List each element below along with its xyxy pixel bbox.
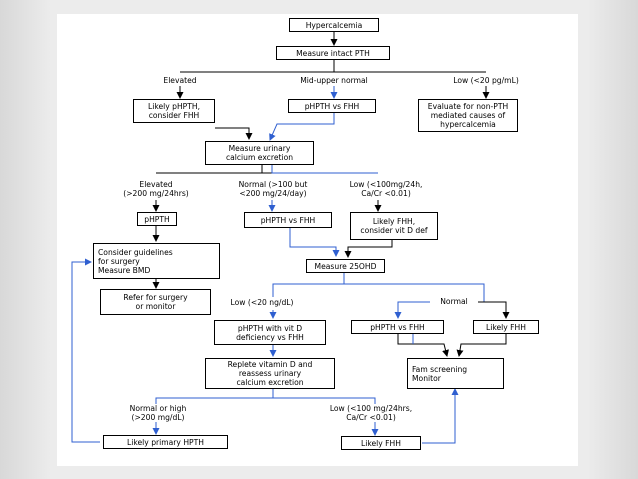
- node-replete-vitd: Replete vitamin D and reassess urinary c…: [205, 358, 335, 389]
- edge-fhh-fam: [422, 388, 459, 444]
- node-non-pth: Evaluate for non-PTH mediated causes of …: [418, 99, 518, 132]
- label-low-pth: Low (<20 pg/mL): [445, 76, 527, 85]
- edge-fhh3-fam: [397, 334, 449, 357]
- node-phpth-vs-fhh-1: pHPTH vs FHH: [288, 99, 376, 113]
- node-phpth-vitd: pHPTH with vit D deficiency vs FHH: [214, 320, 326, 345]
- edge-fhh-urinary: [269, 113, 335, 141]
- node-hypercalcemia: Hypercalcemia: [289, 18, 379, 32]
- label-u-normal: Normal (>100 but <200 mg/24/day): [232, 180, 314, 198]
- node-likely-fhh-1: Likely FHH: [473, 320, 539, 334]
- edge-fhhvitd-25ohd: [344, 240, 393, 258]
- edge-d-normal-a: [394, 301, 430, 319]
- edge-urinary-branch-b: [271, 165, 378, 174]
- edge-likely-urinary: [215, 127, 253, 140]
- label-d-normal: Normal: [432, 297, 476, 306]
- node-likely-fhh-2: Likely FHH: [341, 436, 421, 450]
- label-mid-upper-normal: Mid-upper normal: [292, 76, 376, 85]
- edge-urinary-branch-a: [156, 165, 378, 174]
- node-phpth: pHPTH: [137, 212, 177, 226]
- edge-25ohd-low: [272, 273, 345, 297]
- edge-d-normal-b: [478, 301, 510, 319]
- node-fam-screening: Fam screening Monitor: [407, 358, 504, 389]
- node-refer-surgery: Refer for surgery or monitor: [100, 289, 211, 315]
- node-urinary-calcium: Measure urinary calcium excretion: [205, 141, 314, 165]
- node-phpth-vs-fhh-2: pHPTH vs FHH: [244, 212, 332, 228]
- node-guidelines: Consider guidelines for surgery Measure …: [93, 243, 220, 279]
- edge-pth-branch: [180, 60, 486, 73]
- node-phpth-vs-fhh-3: pHPTH vs FHH: [351, 320, 444, 334]
- node-likely-primary: Likely primary HPTH: [103, 435, 228, 449]
- node-likely-phpth: Likely pHPTH, consider FHH: [133, 99, 215, 123]
- label-d-low: Low (<20 ng/dL): [224, 298, 300, 307]
- flowchart-sheet: [57, 14, 578, 466]
- edge-likelyfhh-fam: [456, 334, 507, 357]
- node-likely-fhh-vitd: Likely FHH, consider vit D def: [350, 212, 438, 240]
- label-elevated: Elevated: [158, 76, 202, 85]
- edge-replete-fhh: [273, 397, 379, 436]
- label-r-low: Low (<100 mg/24hrs, Ca/Cr <0.01): [321, 404, 421, 422]
- label-r-normal-high: Normal or high (>200 mg/dL): [119, 404, 197, 422]
- edge-fhh2-25ohd: [289, 228, 340, 257]
- edge-primary-guidelines: [71, 258, 100, 443]
- node-measure-25ohd: Measure 25OHD: [306, 259, 385, 273]
- node-measure-pth: Measure intact PTH: [276, 46, 390, 60]
- edge-25ohd-normal: [344, 283, 485, 302]
- label-u-low: Low (<100mg/24h, Ca/Cr <0.01): [344, 180, 428, 198]
- label-u-elevated: Elevated (>200 mg/24hrs): [113, 180, 199, 198]
